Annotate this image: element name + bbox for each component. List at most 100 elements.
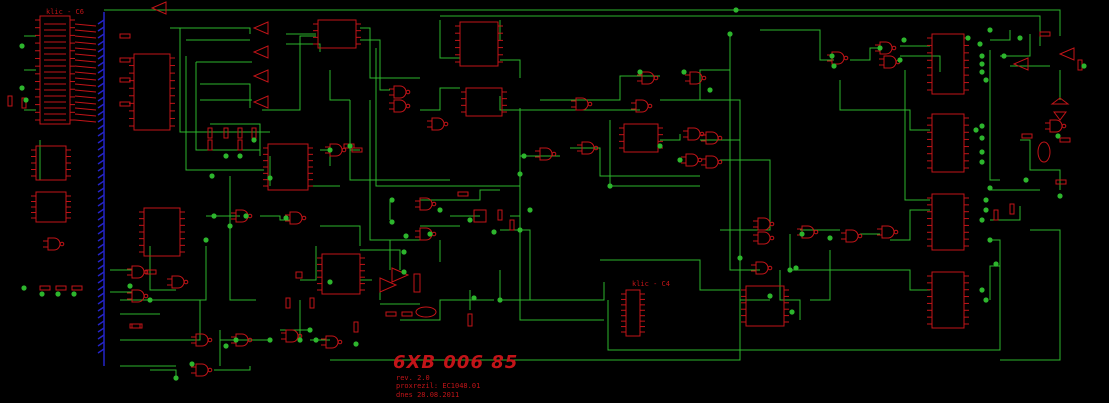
junction-dot bbox=[1001, 53, 1007, 59]
junction-dot bbox=[677, 157, 683, 163]
gate-bubble bbox=[431, 201, 437, 207]
ic-chip bbox=[931, 113, 965, 173]
junction-dot bbox=[209, 173, 215, 179]
bus-tap bbox=[97, 334, 105, 340]
nand-gate bbox=[325, 335, 339, 349]
date-text: dnes 28.08.2011 bbox=[396, 391, 460, 399]
ic-chip bbox=[625, 289, 641, 337]
bus-tap bbox=[97, 173, 105, 179]
pin-label-tick bbox=[74, 77, 97, 81]
junction-dot bbox=[211, 213, 217, 219]
junction-dot bbox=[977, 41, 983, 47]
wire bbox=[300, 246, 317, 281]
junction-dot bbox=[965, 35, 971, 41]
gate-bubble bbox=[247, 337, 253, 343]
junction-dot bbox=[793, 265, 799, 271]
junction-dot bbox=[831, 63, 837, 69]
resistor bbox=[285, 297, 291, 309]
connector-c4-label: klic - C4 bbox=[632, 280, 670, 288]
nand-gate bbox=[881, 225, 895, 239]
junction-dot bbox=[727, 31, 733, 37]
ic-packages bbox=[31, 15, 969, 337]
gate-bubble bbox=[769, 221, 775, 227]
buffer-gate bbox=[252, 45, 269, 59]
junction-dot bbox=[983, 77, 989, 83]
bus-tap bbox=[97, 61, 105, 67]
junction-dot bbox=[297, 337, 303, 343]
gate-bubble bbox=[143, 293, 149, 299]
nand-gate bbox=[831, 51, 845, 65]
wire bbox=[104, 9, 1061, 36]
gate-bubble bbox=[699, 131, 705, 137]
buffer-gate bbox=[1058, 47, 1075, 61]
junction-dot bbox=[71, 291, 77, 297]
nand-gate bbox=[393, 99, 407, 113]
junction-dot bbox=[987, 27, 993, 33]
wire-junctions bbox=[19, 7, 1087, 381]
wire bbox=[904, 70, 930, 201]
gate-bubble bbox=[843, 55, 849, 61]
bus-tap bbox=[97, 264, 105, 270]
wire bbox=[720, 159, 771, 231]
junction-dot bbox=[979, 287, 985, 293]
bus-tap bbox=[97, 250, 105, 256]
wire bbox=[890, 209, 930, 241]
wire bbox=[570, 147, 700, 177]
gate-bubble bbox=[891, 45, 897, 51]
bus-tap bbox=[97, 327, 105, 333]
gate-bubble bbox=[813, 229, 819, 235]
gate-bubble bbox=[1061, 123, 1067, 129]
pin-label-tick bbox=[74, 107, 97, 111]
junction-dot bbox=[1055, 133, 1061, 139]
ic-chip bbox=[39, 15, 71, 125]
pin-label-tick bbox=[74, 71, 97, 75]
bus-tap bbox=[97, 271, 105, 277]
wire bbox=[229, 216, 256, 301]
pin-label-tick bbox=[74, 35, 97, 39]
buffer-gate bbox=[391, 267, 410, 283]
gate-bubble bbox=[857, 233, 863, 239]
nand-gate bbox=[1049, 119, 1063, 133]
bus-tap bbox=[97, 278, 105, 284]
buffer-gate bbox=[379, 277, 398, 293]
pin-label-tick bbox=[74, 95, 97, 99]
gate-bubble bbox=[405, 89, 411, 95]
wire bbox=[990, 30, 1011, 41]
nand-gate bbox=[47, 237, 61, 251]
junction-dot bbox=[237, 153, 243, 159]
resistor bbox=[1039, 31, 1051, 37]
junction-dot bbox=[979, 217, 985, 223]
wire bbox=[729, 34, 760, 271]
resistor bbox=[7, 95, 13, 107]
wire bbox=[349, 100, 450, 181]
nand-gate bbox=[687, 127, 701, 141]
bus-tap bbox=[97, 40, 105, 46]
nand-gate bbox=[581, 141, 595, 155]
wire bbox=[900, 55, 941, 72]
bus-tap bbox=[97, 145, 105, 151]
resistor bbox=[1059, 137, 1071, 143]
junction-dot bbox=[147, 297, 153, 303]
bus-tap bbox=[97, 348, 105, 354]
nand-gate bbox=[289, 211, 303, 225]
bus-tap bbox=[97, 33, 105, 39]
junction-dot bbox=[527, 207, 533, 213]
gate-bubble bbox=[717, 135, 723, 141]
bus-tap bbox=[97, 313, 105, 319]
junction-dot bbox=[1023, 177, 1029, 183]
wire bbox=[360, 39, 390, 91]
junction-dot bbox=[223, 153, 229, 159]
junction-dot bbox=[737, 255, 743, 261]
junction-dot bbox=[987, 185, 993, 191]
junction-dot bbox=[23, 97, 29, 103]
wire bbox=[660, 134, 681, 141]
junction-dot bbox=[223, 343, 229, 349]
wire bbox=[760, 29, 834, 61]
junction-dot bbox=[39, 291, 45, 297]
junction-dot bbox=[607, 183, 613, 189]
bus-tap bbox=[97, 243, 105, 249]
nand-gate bbox=[431, 117, 445, 131]
resistor bbox=[401, 311, 413, 317]
pin-label-tick bbox=[74, 53, 97, 57]
